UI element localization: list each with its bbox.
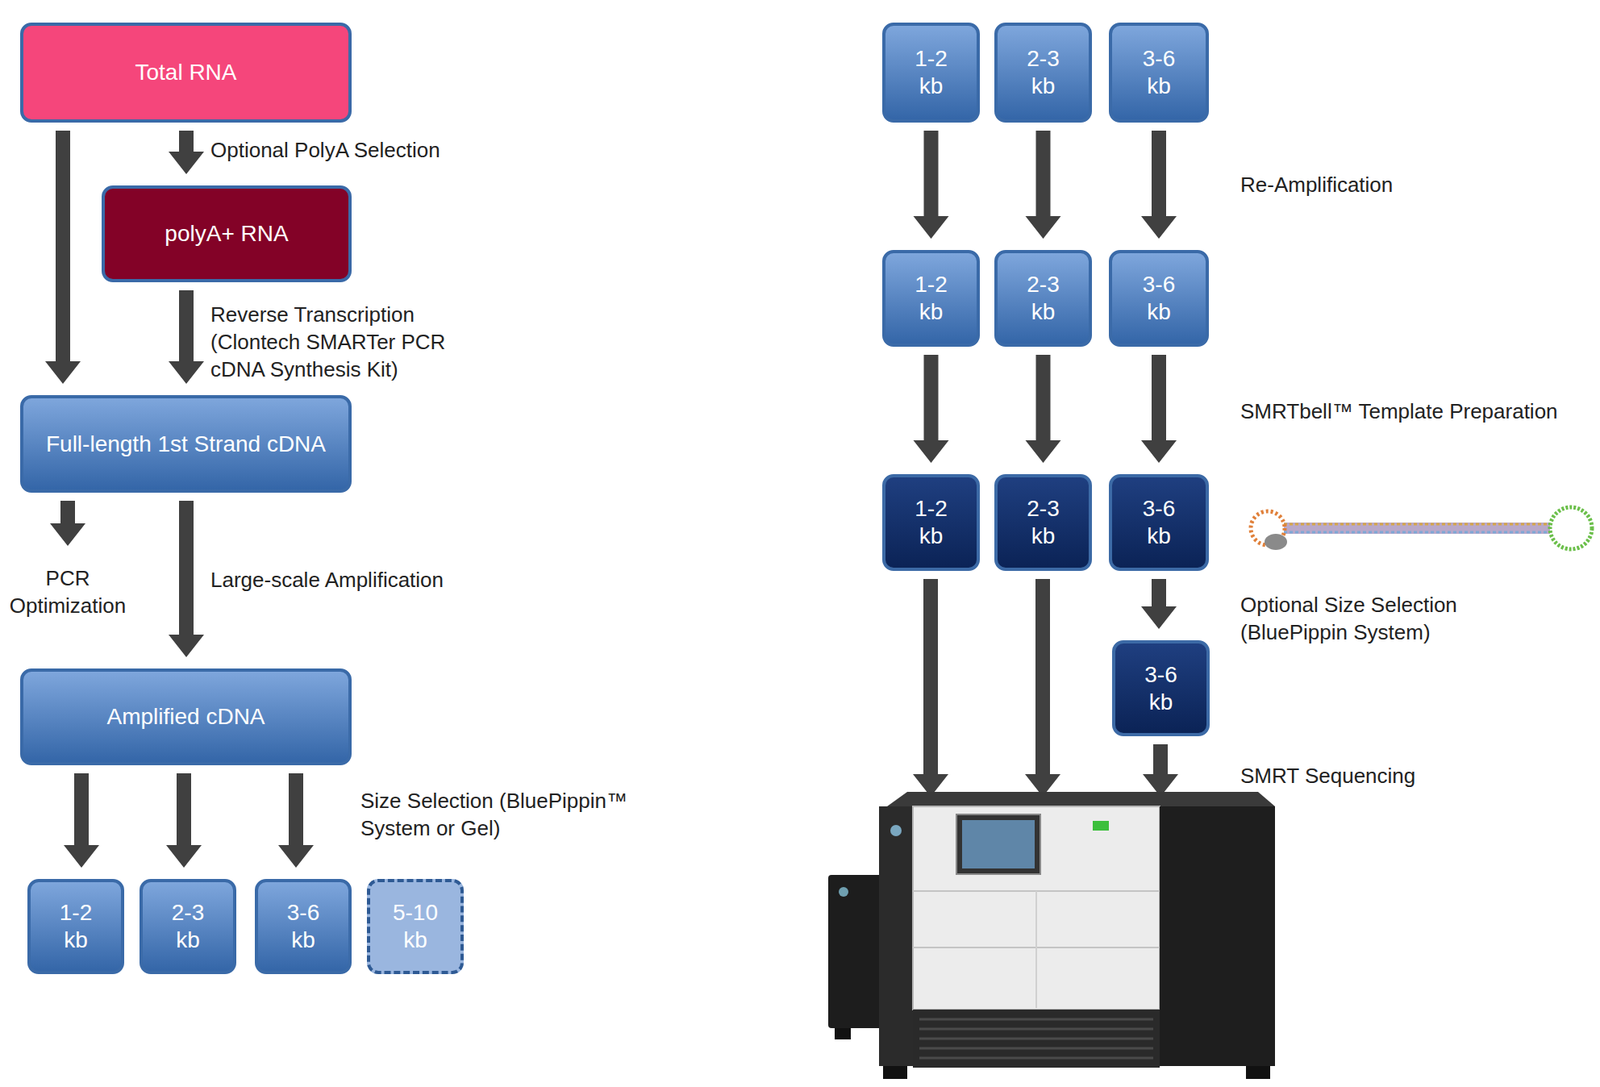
box-text: 2-3 kb [162,899,214,955]
grille-slat [919,1047,1154,1050]
instrument-grille [912,1009,1160,1068]
size-fraction-box: 3-6 kb [1112,640,1210,737]
flow-arrow [168,130,205,175]
step-label: Size Selection (BluePippin™ System or Ge… [360,787,643,842]
box-text: 1-2 kb [904,495,957,550]
instrument-seam [1035,891,1038,1009]
box-text: 2-3 kb [1016,270,1069,326]
instrument-foot [1245,1066,1271,1080]
box-text: 5-10 kb [389,899,442,955]
flow-arrow [63,773,100,868]
instrument-side [879,806,913,1067]
process-box: Amplified cDNA [20,668,352,766]
flow-arrow [166,773,202,868]
instrument-roof [887,791,1275,807]
step-label: Optional Size Selection (BluePippin Syst… [1240,591,1483,646]
box-text: Total RNA [134,58,237,87]
box-text: 1-2 kb [904,270,957,326]
dna-strand [1283,522,1550,534]
process-box: Full-length 1st Strand cDNA [20,395,352,493]
grille-slat [919,1057,1154,1060]
step-label: Optional PolyA Selection [210,136,534,164]
box-text: 3-6 kb [1133,45,1185,100]
step-label: SMRTbell™ Template Preparation [1240,397,1588,425]
instrument-logo [890,825,902,837]
box-text: 3-6 kb [1134,661,1187,717]
polymerase [1264,533,1288,550]
box-text: 2-3 kb [1016,45,1069,100]
instrument-badge [1092,820,1109,831]
flow-arrow [45,130,81,384]
sequencer-instrument [828,791,1275,1080]
size-fraction-box: 2-3 kb [994,474,1092,571]
size-fraction-box: 1-2 kb [882,250,980,347]
grille-slat [919,1037,1154,1041]
process-box: polyA+ RNA [101,185,352,283]
size-fraction-box: 1-2 kb [882,22,980,123]
flow-arrow [1141,130,1177,239]
step-label: SMRT Sequencing [1240,762,1563,790]
flow-arrow [1025,354,1062,463]
box-text: 3-6 kb [1133,270,1185,326]
grille-slats [919,1019,1154,1059]
size-fraction-box: 2-3 kb [994,22,1092,123]
dna-strand [1283,523,1550,526]
size-fraction-box: 2-3 kb [139,879,237,975]
box-text: 2-3 kb [1016,495,1069,550]
flow-arrow [913,354,950,463]
step-label: Reverse Transcription (Clontech SMARTer … [210,300,461,384]
size-fraction-box: 3-6 kb [1108,250,1209,347]
step-label: Re-Amplification [1240,170,1563,199]
size-fraction-box: 3-6 kb [1108,474,1209,571]
flow-arrow [278,773,314,868]
size-fraction-box: 1-2 kb [27,879,125,975]
size-fraction-box: 2-3 kb [994,250,1092,347]
grille-slat [919,1028,1154,1031]
instrument-logo [838,887,849,897]
size-fraction-box: 5-10 kb [366,879,464,975]
flow-arrow [168,500,205,658]
box-text: 3-6 kb [277,899,330,955]
flow-arrow [168,290,205,384]
hairpin-loop [1550,507,1592,550]
instrument-cabinet [1159,806,1275,1067]
flow-arrow [1141,579,1177,630]
size-fraction-box: 1-2 kb [882,474,980,571]
instrument-foot [883,1066,908,1080]
pcr-arrow [50,500,86,546]
flow-arrow [1025,130,1062,239]
box-text: 3-6 kb [1133,495,1185,550]
instrument-screen [956,814,1041,875]
flow-arrow [1141,354,1177,463]
process-box: Total RNA [20,22,352,123]
box-text: polyA+ RNA [164,220,288,248]
box-text: 1-2 kb [904,45,957,100]
sequencing-arrow [1142,744,1179,797]
step-label: PCR Optimization [3,564,133,620]
box-text: 1-2 kb [50,899,102,955]
grille-slat [919,1018,1154,1021]
instrument-foot [834,1028,851,1040]
instrument-screen [962,820,1035,869]
sequencing-arrow [1025,579,1061,797]
box-text: Amplified cDNA [106,703,265,731]
step-label: Large-scale Amplification [210,566,534,594]
size-fraction-box: 3-6 kb [1108,22,1209,123]
dna-strand [1283,531,1550,534]
flow-arrow [913,130,950,239]
box-text: Full-length 1st Strand cDNA [45,430,326,459]
instrument-front [912,806,1160,1010]
sequencing-arrow [912,579,949,797]
smrtbell-molecule [1250,507,1592,550]
size-fraction-box: 3-6 kb [254,879,352,975]
